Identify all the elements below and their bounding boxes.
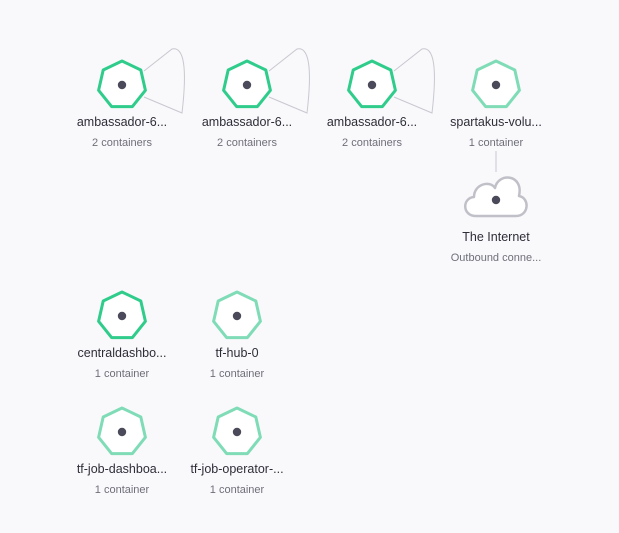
graph-node-n1[interactable]: ambassador-6... 2 containers — [77, 59, 167, 149]
node-center-dot — [491, 80, 501, 90]
node-sublabel: 2 containers — [92, 137, 152, 149]
self-loop-edge-n2 — [268, 48, 310, 114]
node-sublabel: 2 containers — [342, 137, 402, 149]
node-center-dot — [367, 80, 377, 90]
self-loop-edge-n3 — [393, 48, 435, 114]
edges-layer — [143, 48, 497, 172]
node-label: tf-hub-0 — [215, 346, 258, 360]
node-sublabel: 1 container — [210, 484, 265, 496]
node-center-dot — [117, 427, 127, 437]
node-sublabel: 1 container — [210, 368, 265, 380]
node-label: The Internet — [462, 230, 530, 244]
graph-node-n2[interactable]: ambassador-6... 2 containers — [202, 59, 292, 149]
nodes-layer: ambassador-6...2 containersambassador-6.… — [77, 59, 542, 496]
node-sublabel: 1 container — [95, 484, 150, 496]
node-center-dot — [242, 80, 252, 90]
node-sublabel: Outbound conne... — [451, 252, 542, 264]
node-label: tf-job-operator-... — [190, 462, 283, 476]
node-label: ambassador-6... — [202, 115, 292, 129]
self-loop-edge-n1 — [143, 48, 185, 114]
node-center-dot — [232, 311, 242, 321]
node-label: ambassador-6... — [77, 115, 167, 129]
node-center-dot — [117, 80, 127, 90]
node-sublabel: 2 containers — [217, 137, 277, 149]
node-center-dot — [491, 195, 501, 205]
graph-node-n3[interactable]: ambassador-6... 2 containers — [327, 59, 417, 149]
node-sublabel: 1 container — [95, 368, 150, 380]
node-label: tf-job-dashboa... — [77, 462, 167, 476]
graph-node-n7[interactable]: tf-hub-0 1 container — [210, 290, 265, 380]
graph-node-n9[interactable]: tf-job-operator-... 1 container — [190, 406, 284, 496]
node-label: ambassador-6... — [327, 115, 417, 129]
node-label: spartakus-volu... — [450, 115, 542, 129]
graph-node-n8[interactable]: tf-job-dashboa... 1 container — [77, 406, 167, 496]
node-label: centraldashbo... — [78, 346, 167, 360]
graph-node-n6[interactable]: centraldashbo... 1 container — [78, 290, 167, 380]
node-center-dot — [232, 427, 242, 437]
node-sublabel: 1 container — [469, 137, 524, 149]
node-center-dot — [117, 311, 127, 321]
graph-node-n4[interactable]: spartakus-volu... 1 container — [450, 59, 542, 149]
